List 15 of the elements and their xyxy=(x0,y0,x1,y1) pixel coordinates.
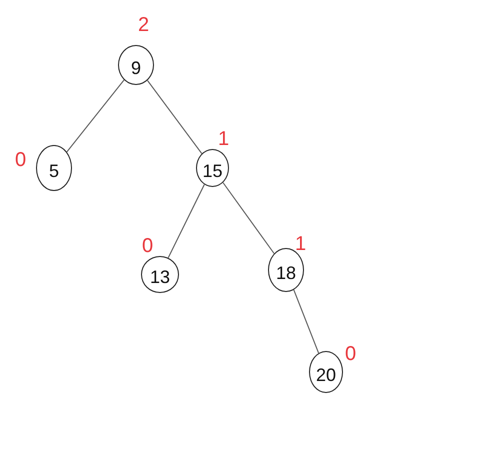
tree-node-circle: 9 xyxy=(118,45,154,85)
annotation-number: 1 xyxy=(218,129,230,149)
tree-edge-line xyxy=(146,80,202,154)
tree-node-circle: 5 xyxy=(36,145,72,191)
tree-edge-line xyxy=(222,182,275,254)
tree-node-circle: 13 xyxy=(141,256,179,293)
annotation-number: 0 xyxy=(142,236,154,256)
tree-node-circle: 20 xyxy=(309,351,343,393)
tree-edge-line xyxy=(66,79,125,152)
annotation-number: 2 xyxy=(138,15,150,35)
annotation-number: 0 xyxy=(15,150,26,170)
annotation-number: 0 xyxy=(345,344,356,364)
tree-edge-line xyxy=(293,289,320,354)
tree-edge-line xyxy=(168,184,205,258)
tree-node-circle: 15 xyxy=(196,149,229,187)
